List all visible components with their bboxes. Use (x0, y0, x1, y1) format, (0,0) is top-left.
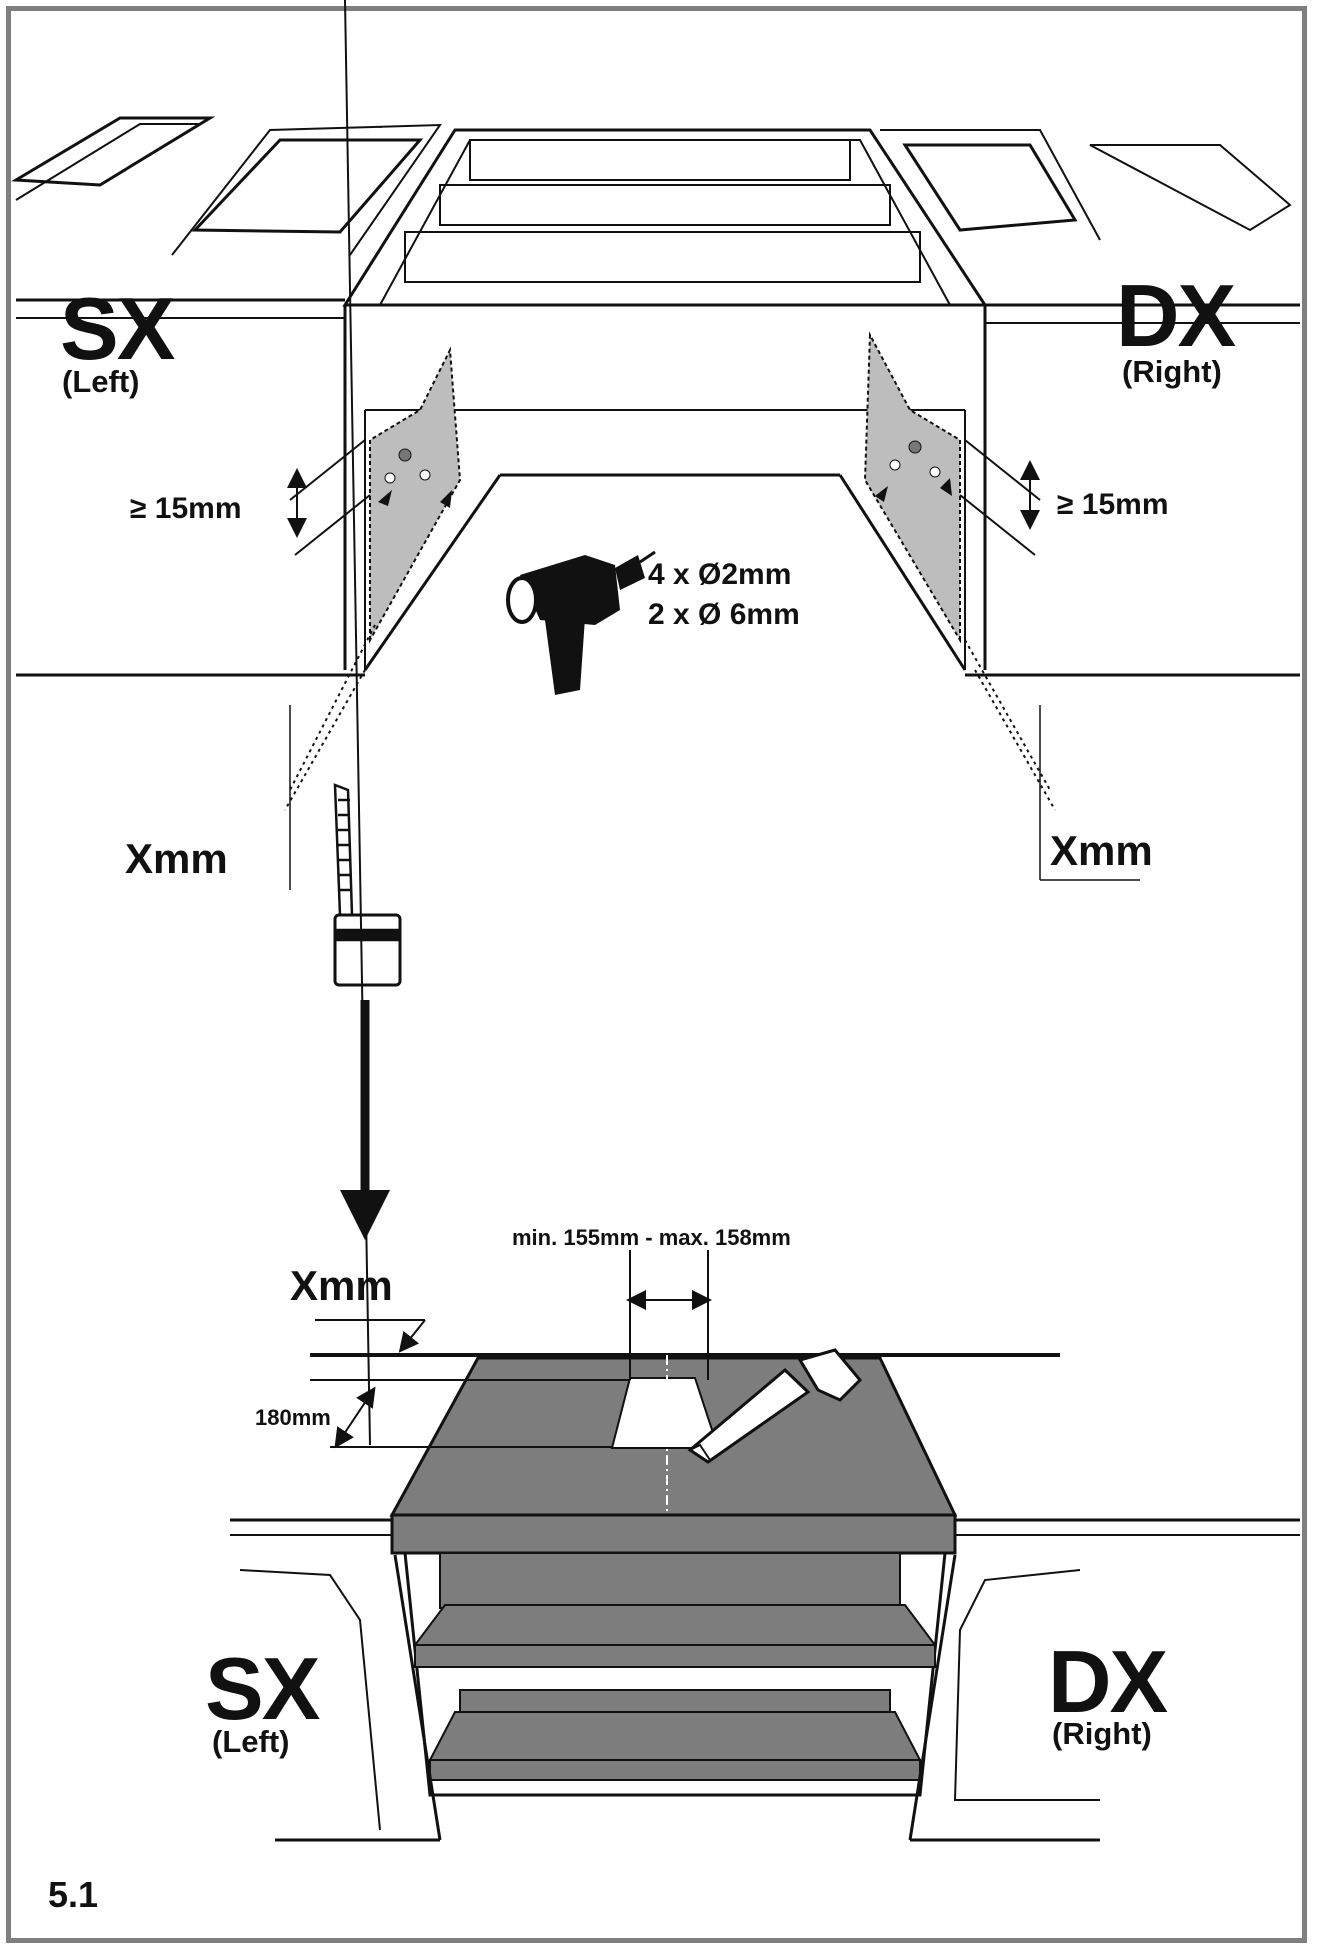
top-left-code: SX (60, 279, 175, 378)
drill-holes-small-label: 4 x Ø2mm (648, 558, 792, 591)
bottom-right-word: (Right) (1052, 1716, 1152, 1751)
hand-saw-icon (687, 1348, 863, 1464)
clearance-dimensions (284, 439, 1140, 890)
figure-number: 5.1 (48, 1874, 99, 1915)
right-side-panel (863, 331, 961, 644)
clearance-right-label: ≥ 15mm (1057, 488, 1169, 521)
left-side-panel (369, 346, 462, 644)
bottom-dimensions (310, 0, 712, 1449)
bottom-left-word: (Left) (212, 1724, 290, 1759)
top-right-code: DX (1116, 266, 1236, 365)
xmm-left-label: Xmm (125, 835, 228, 882)
figure-frame (6, 6, 1307, 1943)
top-left-word: (Left) (62, 364, 140, 399)
cutout-width-label: min. 155mm - max. 158mm (512, 1225, 791, 1250)
top-cabinet-view (11, 116, 1300, 677)
tape-measure-icon (333, 783, 402, 987)
top-right-word: (Right) (1122, 354, 1222, 389)
bottom-worktop-view (230, 1295, 1300, 1842)
depth-180-label: 180mm (255, 1405, 331, 1430)
drill-icon (506, 550, 656, 695)
xmm-right-label: Xmm (1050, 827, 1153, 874)
bottom-left-code: SX (205, 1639, 320, 1738)
clearance-left-label: ≥ 15mm (130, 492, 242, 525)
drill-holes-large-label: 2 x Ø 6mm (648, 598, 800, 631)
bottom-right-code: DX (1048, 1632, 1168, 1731)
xmm-bottom-label: Xmm (290, 1262, 393, 1309)
